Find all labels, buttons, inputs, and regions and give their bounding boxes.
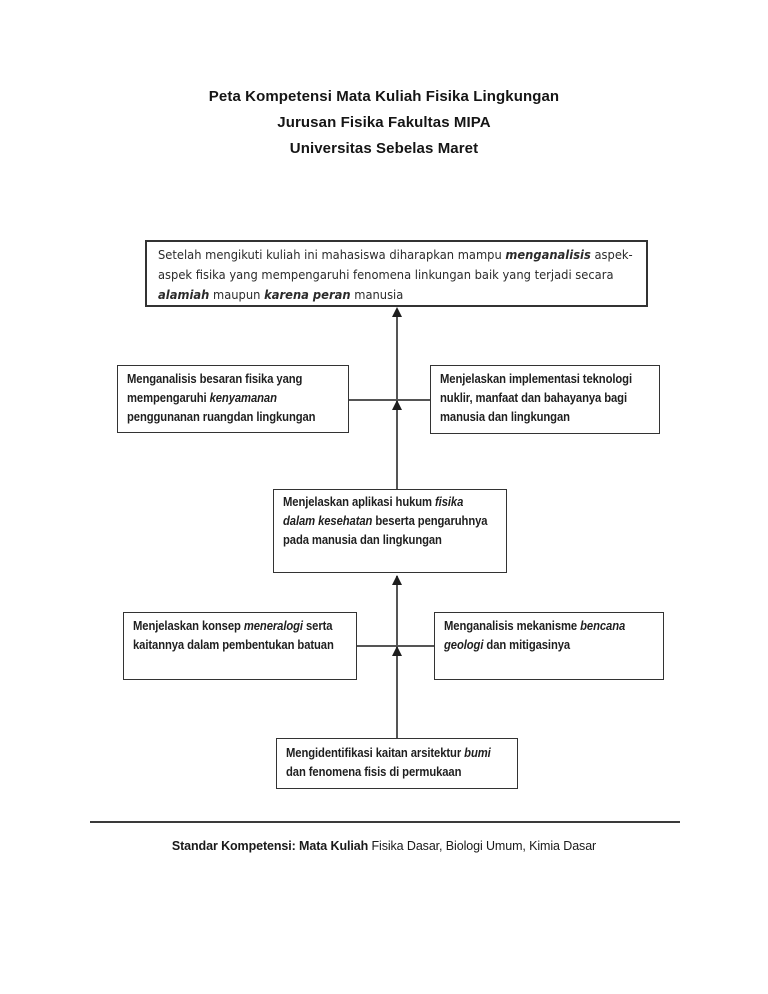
competency-box-row1-right: Menjelaskan implementasi teknologi nukli… (430, 365, 660, 434)
box-text: Setelah mengikuti kuliah ini mahasiswa d… (158, 247, 633, 302)
arrow-up-icon (392, 400, 402, 410)
arrow-up-icon (392, 646, 402, 656)
box-text: Menganalisis besaran fisika yang mempeng… (127, 372, 316, 424)
competency-box-row2-right: Menganalisis mekanisme bencana geologi d… (434, 612, 664, 680)
title-line-1: Peta Kompetensi Mata Kuliah Fisika Lingk… (208, 88, 560, 105)
footer-standard-competency: Standar Kompetensi: Mata Kuliah Fisika D… (171, 839, 597, 853)
title-line-2: Jurusan Fisika Fakultas MIPA (277, 114, 491, 131)
box-text: Menjelaskan aplikasi hukum fisika dalam … (283, 495, 488, 547)
competency-box-row1-left: Menganalisis besaran fisika yang mempeng… (117, 365, 349, 433)
box-text: Menjelaskan konsep meneralogi serta kait… (133, 619, 334, 652)
connector-horizontal-row1 (349, 399, 430, 401)
arrow-up-icon (392, 575, 402, 585)
document-title: Peta Kompetensi Mata Kuliah Fisika Lingk… (0, 84, 768, 162)
competency-box-row2-left: Menjelaskan konsep meneralogi serta kait… (123, 612, 357, 680)
box-text: Menjelaskan implementasi teknologi nukli… (440, 372, 633, 424)
divider-line (90, 821, 680, 823)
goal-competency-box: Setelah mengikuti kuliah ini mahasiswa d… (145, 240, 648, 307)
competency-box-middle: Menjelaskan aplikasi hukum fisika dalam … (273, 489, 507, 573)
box-text: Menganalisis mekanisme bencana geologi d… (444, 619, 626, 652)
arrow-up-icon (392, 307, 402, 317)
competency-box-bottom: Mengidentifikasi kaitan arsitektur bumi … (276, 738, 518, 789)
title-line-3: Universitas Sebelas Maret (289, 140, 479, 157)
connector-vertical-lower (396, 576, 398, 738)
box-text: Mengidentifikasi kaitan arsitektur bumi … (286, 746, 491, 779)
